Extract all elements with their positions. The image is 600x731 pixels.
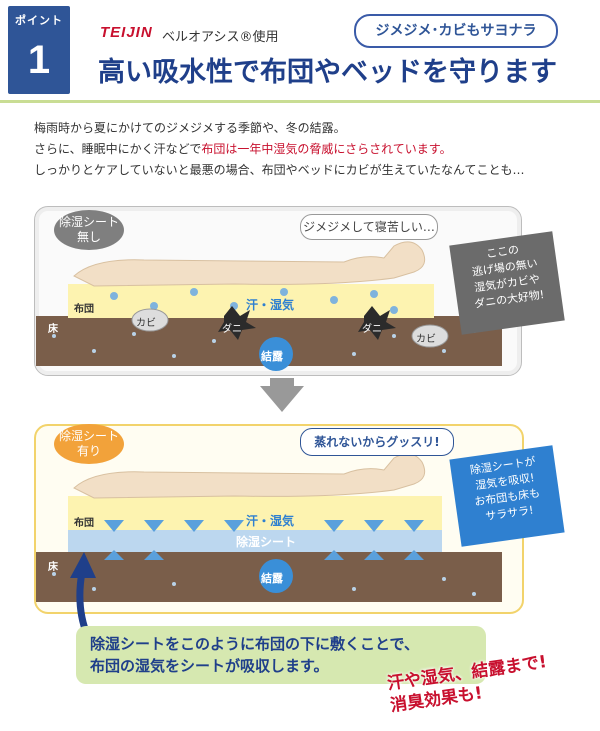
condensation-circle — [259, 337, 293, 371]
sweat-label-1: 汗・湿気 — [246, 298, 295, 312]
mite-right — [358, 306, 396, 340]
label-with-sheet: 除湿シート 有り — [54, 424, 124, 464]
speech-with: 蒸れないからグッスリ! — [300, 428, 454, 456]
floor-drops — [52, 329, 476, 358]
bottom-callout: 除湿シートをこのように布団の下に敷くことで、 布団の湿気をシートが吸収します。 — [76, 626, 486, 684]
intro-line-1: 梅雨時から夏にかけてのジメジメする季節や、冬の結露。 — [34, 121, 346, 135]
point-label: ポイント — [15, 14, 63, 27]
label-without-sheet: 除湿シート 無し — [54, 210, 124, 250]
mold-bubble-left — [131, 308, 169, 332]
header-divider — [0, 100, 600, 103]
mite-label-right: ダニ — [362, 324, 382, 335]
sweat-label-2: 汗・湿気 — [246, 514, 295, 528]
brand-suffix: ベルオアシス®使用 — [162, 30, 279, 45]
point-number: 1 — [27, 38, 51, 82]
intro-line-3: しっかりとケアしていないと最悪の場合、布団やベッドにカビが生えていたなんてことも… — [34, 163, 525, 177]
moisture-drops — [110, 288, 398, 314]
mold-label-left: カビ — [136, 318, 156, 329]
mold-bubble-right — [411, 324, 449, 348]
down-arrow-stem — [270, 378, 294, 388]
absorb-arrows — [104, 520, 424, 532]
condensation-label-2: 結露 — [261, 572, 283, 585]
intro-line-2-prefix: さらに、睡眠中にかく汗などで — [34, 142, 202, 156]
sheet-label: 除湿シート — [236, 535, 297, 549]
sleeper-silhouette-2 — [73, 453, 426, 499]
note-without: ここの 逃げ場の無い 湿気がカビや ダニの大好物! — [449, 231, 565, 335]
label-without-line2: 無し — [76, 230, 101, 244]
intro-text: 梅雨時から夏にかけてのジメジメする季節や、冬の結露。 さらに、睡眠中にかく汗など… — [34, 118, 574, 181]
floor-label-1: 床 — [48, 324, 58, 335]
condensation-circle-2 — [259, 559, 293, 593]
diagram-with-sheet — [36, 453, 502, 602]
label-with-line2: 有り — [76, 444, 101, 458]
condensation-label-1: 結露 — [261, 350, 283, 363]
futon-label-1: 布団 — [74, 304, 94, 315]
floor-drops-2 — [52, 572, 476, 596]
intro-line-2-highlight: 布団は一年中湿気の脅威にさらされています。 — [201, 142, 452, 156]
futon-layer-2 — [68, 496, 442, 532]
mite-label-left: ダニ — [222, 324, 242, 335]
callout-line2: 布団の湿気をシートが吸収します。 — [90, 657, 329, 675]
page-title: 高い吸水性で布団やベッドを守ります — [98, 57, 557, 88]
callout-line1: 除湿シートをこのように布団の下に敷くことで、 — [90, 635, 419, 653]
point-badge: ポイント 1 — [8, 6, 70, 94]
label-with-line1: 除湿シート — [58, 429, 119, 443]
mite-left — [218, 306, 256, 340]
intro-line-2: さらに、睡眠中にかく汗などで布団は一年中湿気の脅威にさらされています。 — [34, 139, 574, 160]
sleeper-silhouette — [73, 241, 426, 287]
brand-logo: TEIJIN — [100, 24, 153, 41]
mold-label-right: カビ — [416, 334, 436, 345]
down-arrow-icon — [260, 386, 304, 412]
floor-label-2: 床 — [48, 562, 58, 573]
diagram-without-sheet — [36, 241, 502, 371]
label-without-line1: 除湿シート — [58, 215, 119, 229]
speech-without: ジメジメして寝苦しい… — [300, 214, 438, 240]
dehumidifier-sheet-layer — [68, 530, 442, 552]
futon-label-2: 布団 — [74, 518, 94, 529]
tag-bubble: ジメジメ･カビもサヨナラ — [354, 14, 558, 48]
sheet-up-arrows — [104, 550, 424, 560]
note-with: 除湿シートが 湿気を吸収! お布団も床も サラサラ! — [449, 445, 565, 547]
